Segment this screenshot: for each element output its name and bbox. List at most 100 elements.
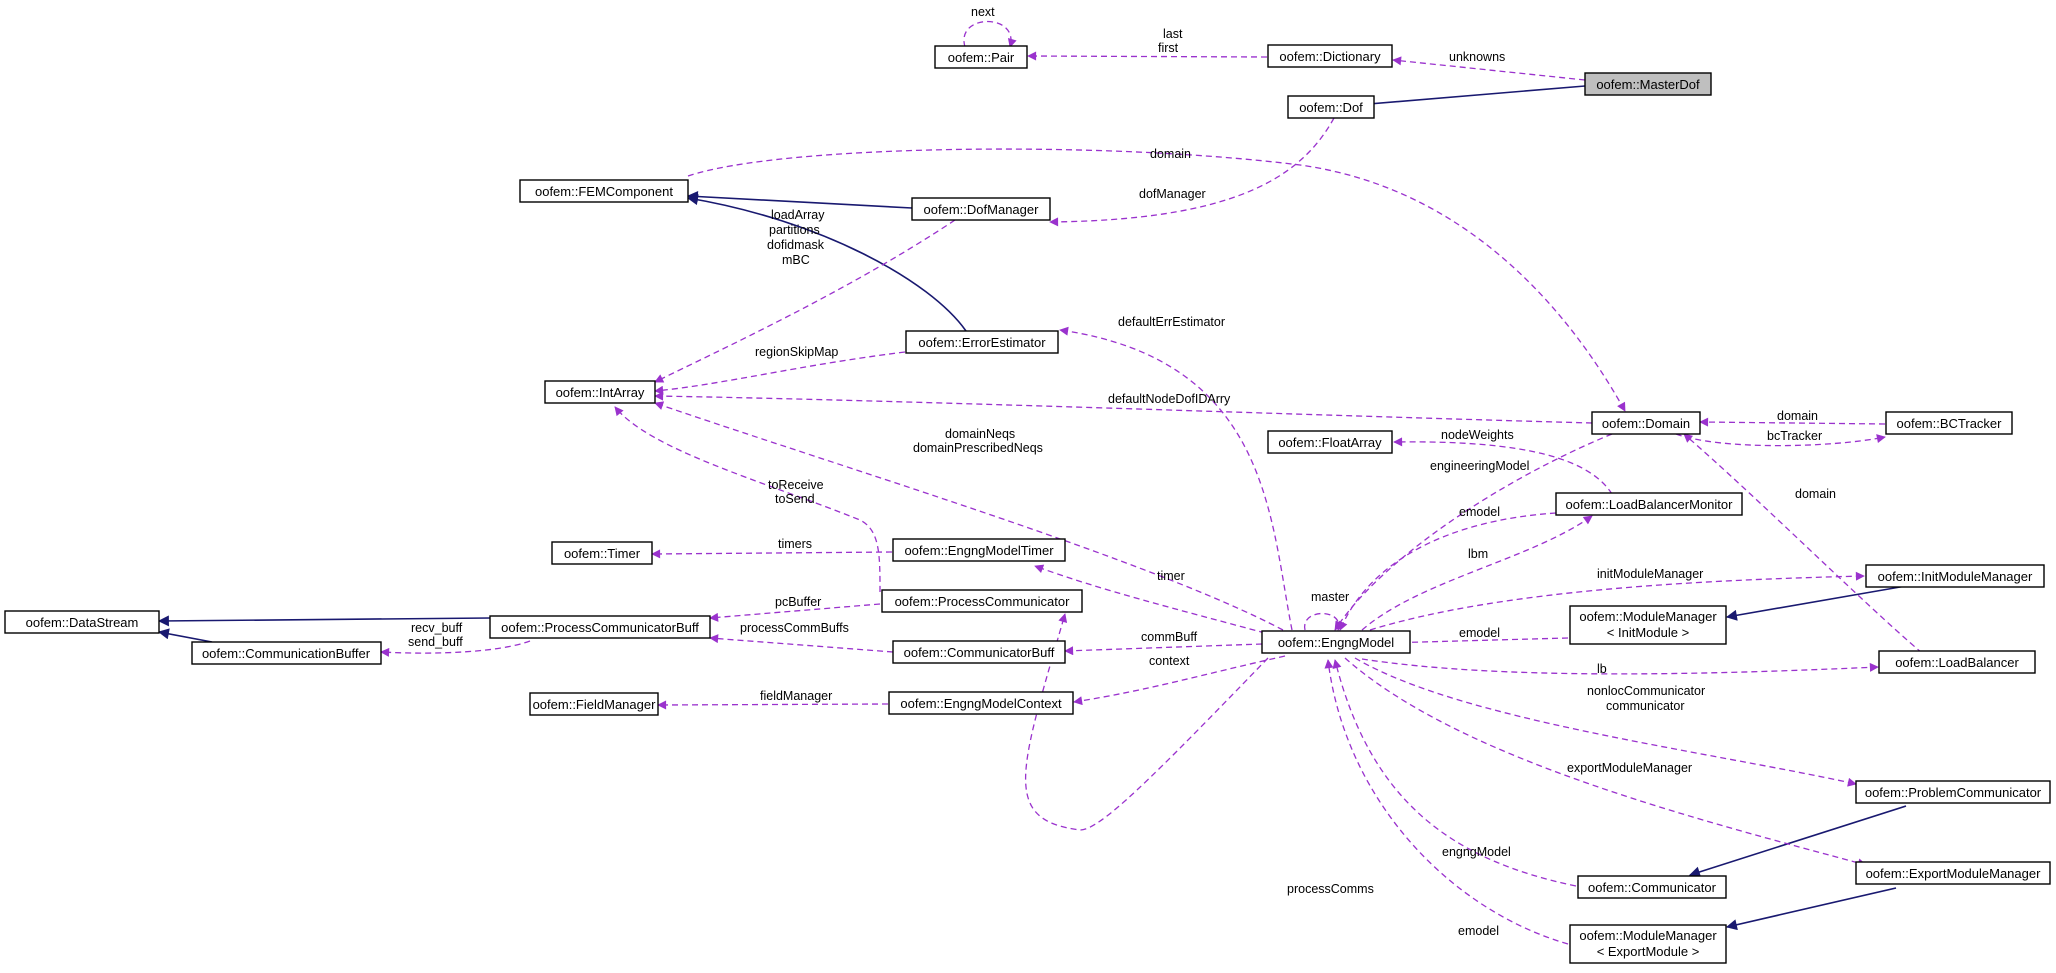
- node-floatarray-label: oofem::FloatArray: [1278, 435, 1382, 450]
- edge-engngmodel-problemcommunicator: [1354, 657, 1857, 787]
- label-pcbuffer: pcBuffer: [775, 595, 821, 609]
- node-modulemanager-init-label-2: < InitModule >: [1607, 625, 1689, 640]
- node-exportmodulemanager[interactable]: oofem::ExportModuleManager: [1855, 861, 2051, 885]
- nodes: oofem::Pair oofem::Dictionary oofem::Mas…: [4, 44, 2051, 964]
- label-exportmodulemanager: exportModuleManager: [1567, 761, 1692, 775]
- label-processcommbuffs: processCommBuffs: [740, 621, 849, 635]
- node-problemcommunicator[interactable]: oofem::ProblemCommunicator: [1855, 780, 2051, 804]
- node-dof-label: oofem::Dof: [1299, 100, 1363, 115]
- label-fieldmanager: fieldManager: [760, 689, 832, 703]
- node-modulemanager-init[interactable]: oofem::ModuleManager < InitModule >: [1569, 605, 1727, 645]
- edges: [157, 20, 1923, 945]
- edge-dictionary-pair: [1027, 51, 1268, 61]
- node-pair-label: oofem::Pair: [948, 50, 1015, 65]
- edge-engngmodel-loadbalancermonitor: [1361, 515, 1593, 631]
- edge-engngmodel-exportmodulemanager: [1344, 657, 1867, 868]
- edge-processcommunicatorbuff-communicationbuffer: [380, 640, 531, 657]
- edge-bctracker-domain: [1699, 417, 1886, 427]
- node-modulemanager-export-label-1: oofem::ModuleManager: [1579, 928, 1717, 943]
- edge-communicationbuffer-inherits-datastream: [157, 628, 213, 643]
- label-domainprescribedneqs: domainPrescribedNeqs: [913, 441, 1043, 455]
- edge-engngmodelcontext-fieldmanager: [657, 700, 889, 710]
- edge-errorestimator-inherits-femcomponent: [686, 194, 967, 332]
- label-tosend: toSend: [775, 492, 815, 506]
- node-exportmodulemanager-label: oofem::ExportModuleManager: [1866, 866, 2042, 881]
- node-communicatorbuff[interactable]: oofem::CommunicatorBuff: [892, 640, 1066, 664]
- node-datastream[interactable]: oofem::DataStream: [4, 610, 160, 634]
- label-lbm: lbm: [1468, 547, 1488, 561]
- label-engineeringmodel: engineeringModel: [1430, 459, 1529, 473]
- node-femcomponent[interactable]: oofem::FEMComponent: [519, 179, 689, 203]
- node-domain[interactable]: oofem::Domain: [1591, 411, 1701, 435]
- node-modulemanager-export[interactable]: oofem::ModuleManager < ExportModule >: [1569, 924, 1727, 964]
- node-bctracker[interactable]: oofem::BCTracker: [1885, 411, 2013, 435]
- edge-dofmanager-inherits-femcomponent: [686, 191, 913, 209]
- label-next: next: [971, 5, 995, 19]
- edge-engngmodeltimer-timer: [651, 549, 893, 559]
- node-initmodulemanager[interactable]: oofem::InitModuleManager: [1865, 564, 2045, 588]
- node-engngmodelcontext[interactable]: oofem::EngngModelContext: [888, 691, 1074, 715]
- label-master: master: [1311, 590, 1349, 604]
- label-engngmodel: engngModel: [1442, 845, 1511, 859]
- label-emodel-export: emodel: [1458, 924, 1499, 938]
- label-unknowns: unknowns: [1449, 50, 1505, 64]
- node-dofmanager[interactable]: oofem::DofManager: [911, 197, 1051, 221]
- label-send-buff: send_buff: [408, 635, 463, 649]
- label-first: first: [1158, 41, 1179, 55]
- label-mbc: mBC: [782, 253, 810, 267]
- node-floatarray[interactable]: oofem::FloatArray: [1267, 430, 1393, 454]
- edge-femcomponent-domain: [687, 148, 1626, 412]
- node-dof[interactable]: oofem::Dof: [1287, 95, 1375, 119]
- node-communicatorbuff-label: oofem::CommunicatorBuff: [904, 645, 1055, 660]
- label-toreceive: toReceive: [768, 478, 824, 492]
- label-emodel-mm: emodel: [1459, 626, 1500, 640]
- node-engngmodeltimer[interactable]: oofem::EngngModelTimer: [892, 538, 1066, 562]
- edge-processcommunicator-processcommunicatorbuff: [709, 603, 881, 622]
- node-loadbalancer[interactable]: oofem::LoadBalancer: [1878, 650, 2036, 674]
- edge-exportmodulemanager-inherits-modulemanager: [1725, 887, 1897, 931]
- edge-dofmanager-intarray: [654, 219, 956, 383]
- node-intarray-label: oofem::IntArray: [556, 385, 645, 400]
- label-timer: timer: [1157, 569, 1185, 583]
- node-domain-label: oofem::Domain: [1602, 416, 1690, 431]
- node-pair[interactable]: oofem::Pair: [934, 45, 1028, 69]
- node-fieldmanager-label: oofem::FieldManager: [533, 697, 657, 712]
- node-fieldmanager[interactable]: oofem::FieldManager: [529, 692, 659, 716]
- label-emodel-lbm: emodel: [1459, 505, 1500, 519]
- edge-modulemanager-engngmodel: [1384, 637, 1569, 648]
- node-bctracker-label: oofem::BCTracker: [1897, 416, 2003, 431]
- node-dofmanager-label: oofem::DofManager: [924, 202, 1040, 217]
- node-dictionary[interactable]: oofem::Dictionary: [1267, 44, 1393, 68]
- edge-modulemanager-export-engngmodel: [1324, 659, 1569, 945]
- node-communicationbuffer[interactable]: oofem::CommunicationBuffer: [191, 641, 382, 665]
- node-processcommunicator[interactable]: oofem::ProcessCommunicator: [881, 589, 1083, 613]
- node-femcomponent-label: oofem::FEMComponent: [535, 184, 673, 199]
- edge-masterdof-dictionary: [1392, 56, 1586, 81]
- edge-engngmodel-errorestimator: [1059, 326, 1293, 631]
- edge-engngmodel-communicatorbuff: [1064, 643, 1263, 656]
- node-processcommunicatorbuff[interactable]: oofem::ProcessCommunicatorBuff: [489, 615, 711, 639]
- node-communicator[interactable]: oofem::Communicator: [1577, 875, 1727, 899]
- label-defaulterrestimator: defaultErrEstimator: [1118, 315, 1225, 329]
- edge-loadbalancermonitor-floatarray: [1393, 437, 1613, 495]
- node-intarray[interactable]: oofem::IntArray: [544, 380, 656, 404]
- node-engngmodel[interactable]: oofem::EngngModel: [1261, 630, 1411, 654]
- label-dofidmask: dofidmask: [767, 238, 825, 252]
- node-errorestimator[interactable]: oofem::ErrorEstimator: [905, 330, 1059, 354]
- edge-engngmodel-processcommunicator: [1024, 613, 1269, 831]
- node-initmodulemanager-label: oofem::InitModuleManager: [1878, 569, 2033, 584]
- node-timer[interactable]: oofem::Timer: [551, 541, 653, 565]
- node-processcommunicator-label: oofem::ProcessCommunicator: [895, 594, 1071, 609]
- label-regionskipmap: regionSkipMap: [755, 345, 838, 359]
- node-loadbalancermonitor[interactable]: oofem::LoadBalancerMonitor: [1555, 492, 1743, 516]
- node-datastream-label: oofem::DataStream: [26, 615, 139, 630]
- label-communicator: communicator: [1606, 699, 1685, 713]
- label-dofmanager: dofManager: [1139, 187, 1206, 201]
- node-dictionary-label: oofem::Dictionary: [1279, 49, 1381, 64]
- edge-errorestimator-intarray: [654, 351, 906, 395]
- node-loadbalancermonitor-label: oofem::LoadBalancerMonitor: [1566, 497, 1734, 512]
- edge-processcommunicatorbuff-inherits-datastream: [157, 615, 491, 627]
- edge-initmodulemanager-inherits-modulemanager: [1725, 585, 1907, 621]
- node-masterdof[interactable]: oofem::MasterDof: [1584, 72, 1712, 96]
